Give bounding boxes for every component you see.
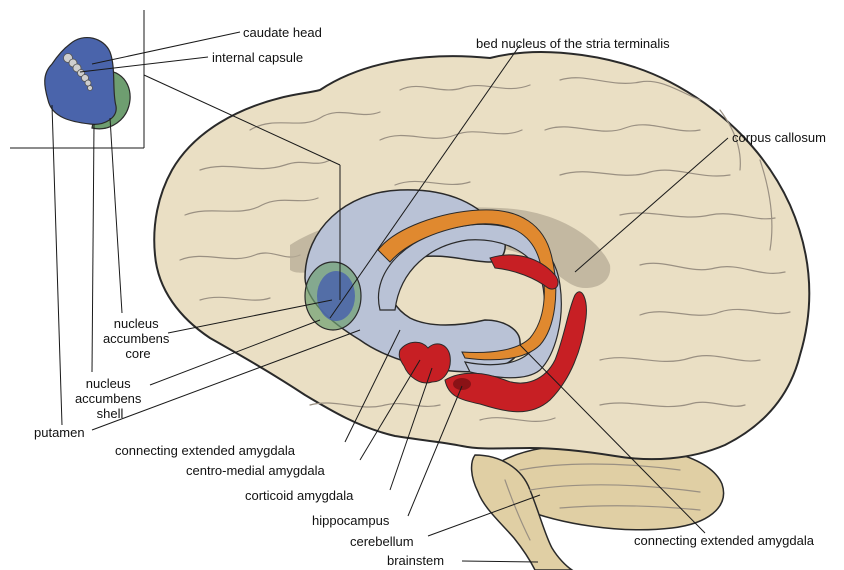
label-brainstem: brainstem xyxy=(387,553,444,568)
label-corpus-callosum: corpus callosum xyxy=(732,130,826,145)
label-connecting-extended-amygdala-right: connecting extended amygdala xyxy=(634,533,815,548)
inset-caudate-putamen xyxy=(45,38,116,125)
label-putamen: putamen xyxy=(34,425,85,440)
label-internal-capsule: internal capsule xyxy=(212,50,303,65)
label-hippocampus: hippocampus xyxy=(312,513,390,528)
label-centro-medial-amygdala: centro-medial amygdala xyxy=(186,463,326,478)
label-bnst: bed nucleus of the stria terminalis xyxy=(476,36,670,51)
label-caudate-head: caudate head xyxy=(243,25,322,40)
nucleus-accumbens-core xyxy=(317,271,355,321)
label-corticoid-amygdala: corticoid amygdala xyxy=(245,488,354,503)
hippocampus-tail-ring xyxy=(453,378,471,390)
label-nucleus-accumbens-core: nucleus accumbens core xyxy=(103,316,173,361)
label-connecting-extended-amygdala-left: connecting extended amygdala xyxy=(115,443,296,458)
inset-panel xyxy=(10,10,144,148)
label-cerebellum: cerebellum xyxy=(350,534,414,549)
